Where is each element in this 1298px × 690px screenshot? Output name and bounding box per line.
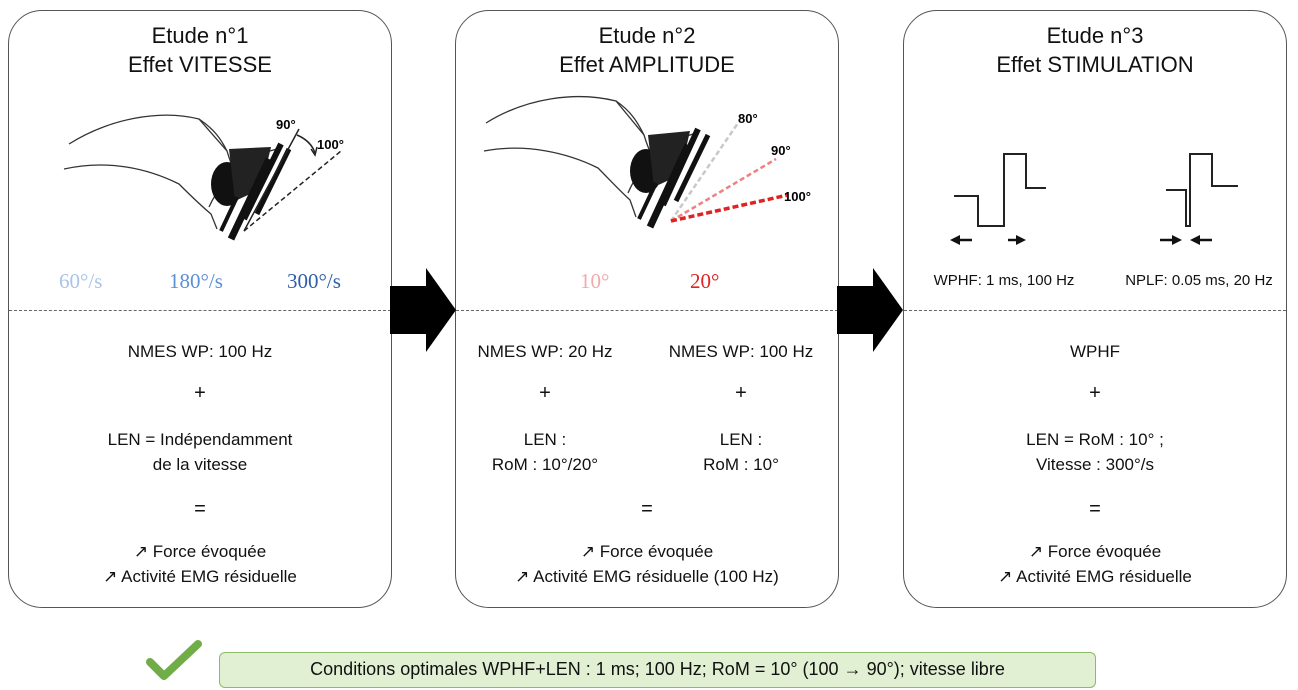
study-1-equals: = bbox=[194, 498, 206, 520]
study-1-nmes: NMES WP: 100 Hz bbox=[127, 342, 273, 361]
speed-300: 300°/s bbox=[287, 269, 341, 293]
study-3-result-line1: ↗ Force évoquée bbox=[1028, 542, 1162, 561]
study-3-equals: = bbox=[1089, 498, 1101, 520]
study-3-plus: + bbox=[1089, 382, 1101, 404]
right-arrow-icon bbox=[837, 268, 903, 352]
study-1-plus: + bbox=[194, 382, 206, 404]
study-2-left-len-line2: RoM : 10°/20° bbox=[491, 455, 599, 474]
nplf-waveform bbox=[1160, 153, 1238, 245]
conclusion-banner: Conditions optimales WPHF+LEN : 1 ms; 10… bbox=[219, 652, 1096, 688]
angle-90-label: 90° bbox=[771, 143, 791, 158]
stimulation-waveforms bbox=[950, 153, 1238, 245]
study-3-len-line2: Vitesse : 300°/s bbox=[1036, 455, 1154, 474]
study-2-left-plus: + bbox=[539, 382, 551, 404]
right-arrow-icon bbox=[390, 268, 456, 352]
100-degree-line bbox=[670, 193, 789, 223]
wphf-waveform bbox=[950, 153, 1046, 245]
study-3-nmes: WPHF bbox=[1069, 342, 1121, 361]
80-degree-line bbox=[669, 122, 740, 222]
study-2-equals: = bbox=[641, 498, 653, 520]
speed-180: 180°/s bbox=[169, 269, 223, 293]
nplf-label: NPLF: 0.05 ms, 20 Hz bbox=[1125, 272, 1273, 289]
study-3-result-line2: ↗ Activité EMG résiduelle bbox=[998, 567, 1192, 586]
study-2-left-nmes: NMES WP: 20 Hz bbox=[477, 342, 613, 361]
angle-80-label: 80° bbox=[738, 111, 758, 126]
study-2-panel: Etude n°2 Effet AMPLITUDE 80° 90° 100° 1… bbox=[455, 10, 839, 608]
angle-90-label: 90° bbox=[276, 117, 296, 132]
study-2-right-len-line2: RoM : 10° bbox=[703, 455, 779, 474]
study-3-title: Etude n°3 Effet STIMULATION bbox=[996, 23, 1194, 77]
90-degree-line bbox=[243, 128, 300, 232]
study-3-panel: Etude n°3 Effet STIMULATION WPHF: 1 ms, … bbox=[903, 10, 1287, 608]
panel-3-divider bbox=[904, 310, 1286, 311]
study-1-result-line1: ↗ Force évoquée bbox=[133, 542, 267, 561]
leg-ergometer-amplitude-illustration: 80° 90° 100° bbox=[483, 96, 811, 229]
study-2-result-line1: ↗ Force évoquée bbox=[580, 542, 714, 561]
90-degree-line bbox=[670, 157, 777, 223]
study-3-len-line1: LEN = RoM : 10° ; bbox=[1026, 430, 1164, 449]
study-2-result-line2: ↗ Activité EMG résiduelle (100 Hz) bbox=[515, 567, 779, 586]
panel-1-divider bbox=[9, 310, 391, 311]
leg-ergometer-speed-illustration: 90° 100° bbox=[63, 114, 344, 241]
speed-60: 60°/s bbox=[59, 269, 103, 293]
checkmark-icon bbox=[146, 640, 202, 680]
study-2-right-plus: + bbox=[735, 382, 747, 404]
study-1-panel: Etude n°1 Effet VITESSE 90° 100° 60°/s 1… bbox=[8, 10, 392, 608]
study-2-right-len-line1: LEN : bbox=[719, 430, 763, 449]
100-degree-line bbox=[243, 150, 342, 232]
study-2-left-len-line1: LEN : bbox=[523, 430, 567, 449]
study-2-right-nmes: NMES WP: 100 Hz bbox=[668, 342, 814, 361]
study-1-result-line2: ↗ Activité EMG résiduelle bbox=[103, 567, 297, 586]
study-1-title: Etude n°1 Effet VITESSE bbox=[128, 23, 272, 77]
study-1-len-line1: LEN = Indépendamment bbox=[107, 430, 293, 449]
angle-100-label: 100° bbox=[784, 189, 811, 204]
study-1-len-line2: de la vitesse bbox=[152, 455, 248, 474]
angle-100-label: 100° bbox=[317, 137, 344, 152]
amplitude-20: 20° bbox=[690, 269, 720, 293]
amplitude-10: 10° bbox=[580, 269, 610, 293]
study-2-title: Etude n°2 Effet AMPLITUDE bbox=[559, 23, 735, 77]
panel-2-divider bbox=[456, 310, 838, 311]
wphf-label: WPHF: 1 ms, 100 Hz bbox=[933, 272, 1075, 289]
